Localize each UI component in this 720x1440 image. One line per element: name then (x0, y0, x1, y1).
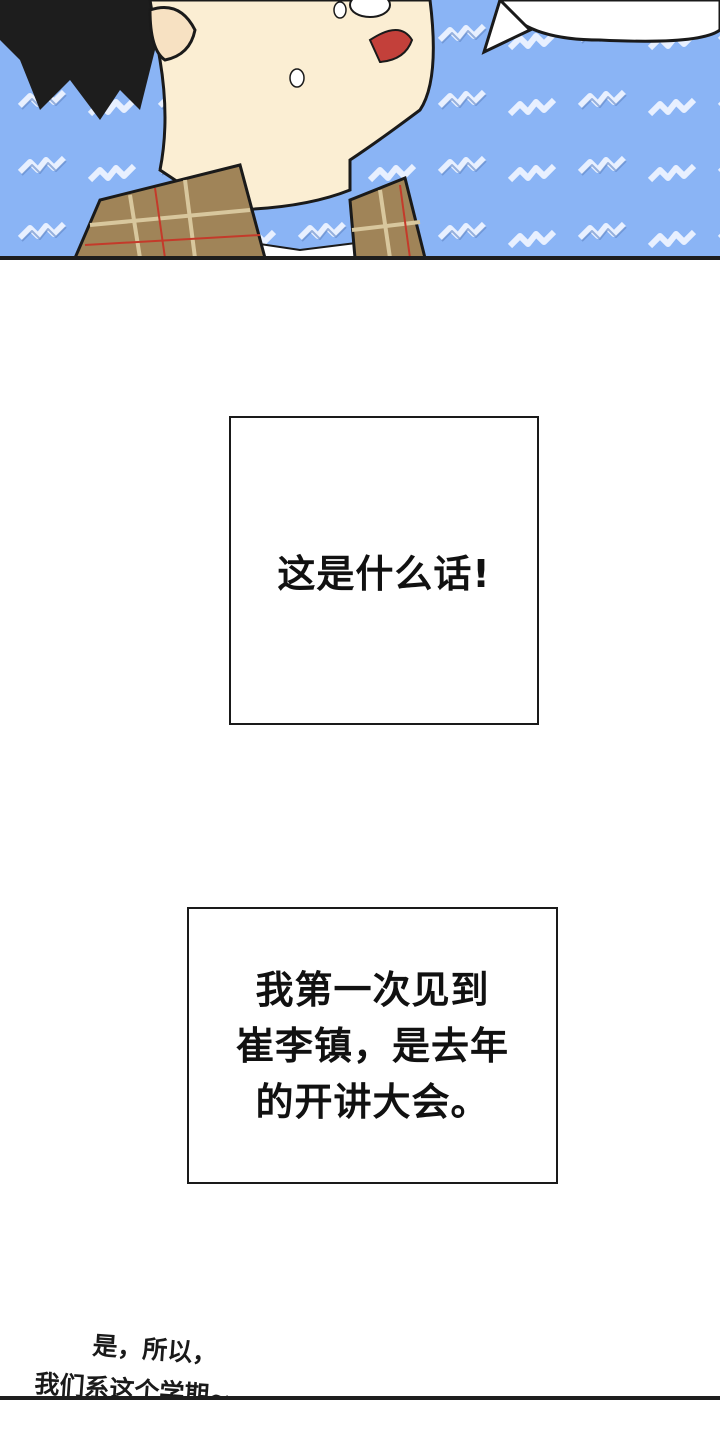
handwritten-line-1: 是，所以， (91, 1330, 219, 1369)
character-illustration (0, 0, 720, 258)
comic-panel-top (0, 0, 720, 258)
caption-box-1: 这是什么话! (229, 416, 539, 725)
caption-line: 我第一次见到 (255, 967, 490, 1012)
caption-text-2: 我第一次见到 崔李镇，是去年 的开讲大会。 (236, 962, 509, 1130)
caption-line: 的开讲大会。 (255, 1079, 490, 1124)
comic-panel-bottom (0, 1400, 720, 1440)
panel-border (0, 256, 720, 260)
caption-box-2: 我第一次见到 崔李镇，是去年 的开讲大会。 (187, 907, 558, 1184)
caption-text-1: 这是什么话! (277, 552, 491, 596)
caption-line: 崔李镇，是去年 (235, 1023, 509, 1068)
panel-border (0, 1396, 720, 1400)
